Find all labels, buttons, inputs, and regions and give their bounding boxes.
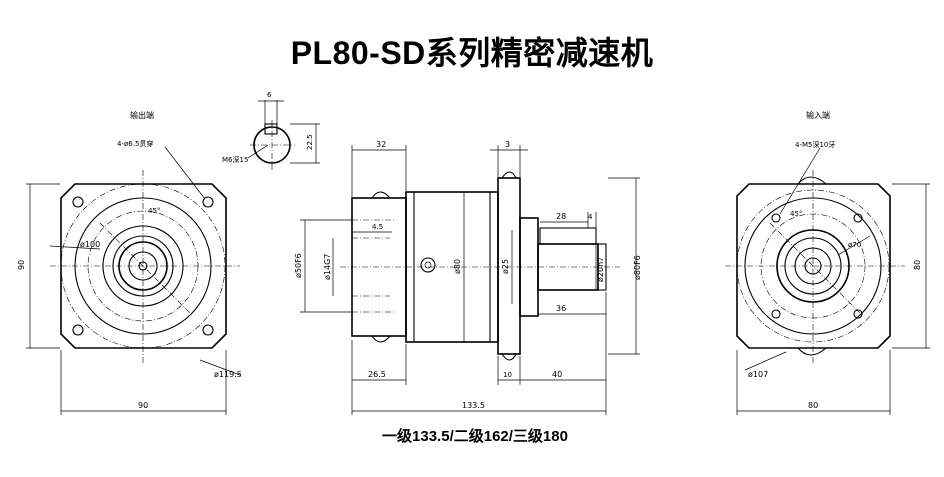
dim-4: 4	[588, 213, 593, 221]
top-cap	[371, 191, 391, 199]
key-width-dim: 6	[267, 91, 272, 99]
dim-40: 40	[552, 370, 562, 379]
lube-plug	[420, 257, 436, 273]
output-outer-dia: ø119.5	[214, 370, 242, 379]
shaft-height-dim: 22.5	[306, 134, 314, 150]
dia-14g7: ø14G7	[323, 254, 332, 280]
stage-lengths-caption: 一级133.5/二级162/三级180	[382, 428, 568, 445]
dia-80f6: ø80F6	[633, 255, 642, 280]
output-height-dim: 90	[17, 260, 26, 270]
dim-28: 28	[556, 212, 566, 221]
input-tapped-hole	[771, 309, 781, 319]
input-flange-outline	[736, 183, 891, 349]
input-end-view: 输入端 4-M5深10牙 45° ø70 ø107	[725, 110, 930, 415]
output-bolt-hole	[72, 324, 84, 336]
dim-26-5: 26.5	[368, 370, 386, 379]
output-angle: 45°	[148, 207, 160, 215]
input-tapped-hole	[771, 213, 781, 223]
dim-36: 36	[556, 304, 566, 313]
output-width-dim: 90	[138, 401, 148, 410]
input-tapped-hole	[853, 213, 863, 223]
dia-80: ø80	[453, 259, 462, 274]
output-bolt-hole	[202, 324, 214, 336]
side-view: 32 3 28 4 4.5 ø50F6 ø14G7 ø80 ø25 ø20h7	[294, 140, 642, 415]
total-length: 133.5	[462, 401, 485, 410]
output-pcd-label: ø100	[80, 240, 100, 249]
input-angle: 45°	[790, 210, 802, 218]
output-holes-note: 4-ø6.5贯穿	[117, 139, 153, 148]
keyway	[264, 123, 278, 135]
input-view-label: 输入端	[806, 110, 830, 120]
input-holes-note: 4-M5深10牙	[795, 140, 835, 149]
output-bolt-hole	[72, 196, 84, 208]
dia-25: ø25	[501, 259, 510, 274]
dim-4-5: 4.5	[372, 223, 383, 231]
input-tapped-hole	[853, 309, 863, 319]
output-end-view: 输出端 4-ø6.5贯穿 45° ø100	[17, 110, 242, 415]
dim-3: 3	[505, 140, 510, 149]
output-bolt-hole	[202, 196, 214, 208]
input-width-dim: 80	[808, 401, 818, 410]
dia-50f6: ø50F6	[294, 253, 303, 278]
page-title: PL80-SD系列精密减速机	[290, 35, 654, 71]
dim-10: 10	[503, 371, 512, 379]
shaft-thread: M6深15	[222, 155, 248, 164]
input-height-dim: 80	[913, 260, 922, 270]
output-flange-outline	[60, 183, 227, 349]
shaft-section-view: 6 22.5 M6深15	[222, 91, 320, 170]
bottom-cap	[371, 335, 391, 343]
dia-20h7: ø20h7	[596, 257, 605, 282]
dim-32: 32	[376, 140, 386, 149]
output-view-label: 输出端	[130, 110, 154, 120]
input-outer-dia: ø107	[748, 370, 768, 379]
shaft-key	[539, 227, 597, 245]
